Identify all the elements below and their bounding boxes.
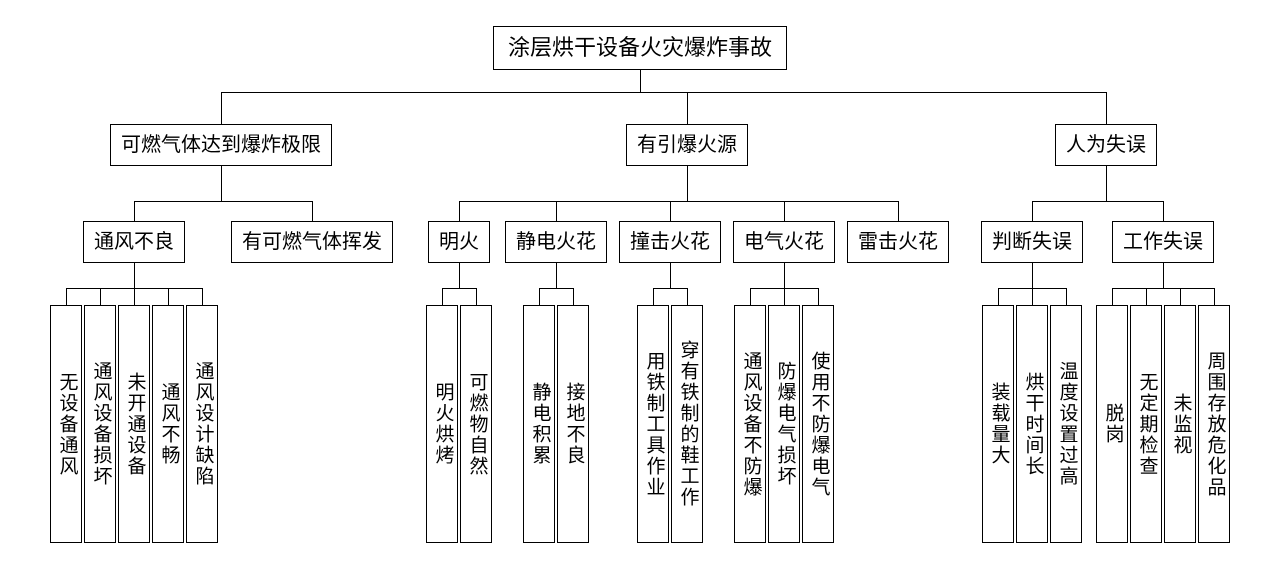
tree-branch-iron-tool-operation: 用铁制工具作业: [636, 288, 670, 544]
children-row-work-error: 脱岗无定期检查未监视周围存放危化品: [1095, 288, 1231, 544]
node-box-poor-ventilation: 通风不良: [83, 221, 185, 264]
tree-branch-ventilation-not-explosionproof: 通风设备不防爆: [733, 288, 767, 544]
node-box-iron-tool-operation: 用铁制工具作业: [637, 305, 669, 544]
tree-branch-combustible-self-ignition: 可燃物自然: [459, 288, 493, 544]
tree-branch-electrical-spark: 电气火花通风设备不防爆防爆电气损坏使用不防爆电气: [727, 201, 841, 544]
children-row-impact-spark: 用铁制工具作业穿有铁制的鞋工作: [636, 288, 704, 544]
children-row-gas-explosion-limit: 通风不良无设备通风通风设备损坏未开通设备通风不畅通风设计缺陷有可燃气体挥发: [43, 201, 399, 544]
tree-branch-lightning-spark: 雷击火花: [841, 201, 955, 264]
node-box-ignition-source: 有引爆火源: [626, 124, 748, 167]
node-box-flammable-gas-volatilization: 有可燃气体挥发: [231, 221, 393, 264]
node-box-leaving-post: 脱岗: [1096, 305, 1128, 544]
node-box-explosionproof-electric-damaged: 防爆电气损坏: [768, 305, 800, 544]
tree-branch-open-flame: 明火明火烘烤可燃物自然: [419, 201, 499, 544]
node-box-human-error: 人为失误: [1055, 124, 1157, 167]
node-box-work-error: 工作失误: [1112, 221, 1214, 264]
node-box-root: 涂层烘干设备火灾爆炸事故: [492, 26, 787, 71]
tree-branch-iron-shoes-work: 穿有铁制的鞋工作: [670, 288, 704, 544]
node-box-no-periodic-inspection: 无定期检查: [1130, 305, 1162, 544]
node-box-iron-shoes-work: 穿有铁制的鞋工作: [671, 305, 703, 544]
connector-stem-static-spark: [555, 263, 557, 289]
node-box-static-spark: 静电火花: [505, 221, 607, 264]
tree-branch-work-error: 工作失误脱岗无定期检查未监视周围存放危化品: [1089, 201, 1237, 544]
tree-branch-flammable-gas-volatilization: 有可燃气体挥发: [225, 201, 399, 264]
node-box-no-monitoring: 未监视: [1164, 305, 1196, 544]
connector-stem-ignition-source: [686, 166, 688, 202]
tree-branch-temperature-set-too-high: 温度设置过高: [1049, 288, 1083, 544]
node-box-lightning-spark: 雷击火花: [847, 221, 949, 264]
tree-branch-leaving-post: 脱岗: [1095, 288, 1129, 544]
tree-branch-no-periodic-inspection: 无定期检查: [1129, 288, 1163, 544]
node-box-open-flame-baking: 明火烘烤: [426, 305, 458, 544]
connector-stem-work-error: [1162, 263, 1164, 289]
node-box-poor-grounding: 接地不良: [557, 305, 589, 544]
connector-stem-gas-explosion-limit: [220, 166, 222, 202]
node-box-equipment-not-turned-on: 未开通设备: [118, 305, 150, 544]
tree-branch-poor-ventilation: 通风不良无设备通风通风设备损坏未开通设备通风不畅通风设计缺陷: [43, 201, 225, 544]
node-box-large-load: 装载量大: [982, 305, 1014, 544]
node-box-gas-explosion-limit: 可燃气体达到爆炸极限: [110, 124, 332, 167]
tree-branch-ventilation-blocked: 通风不畅: [151, 288, 185, 544]
children-row-human-error: 判断失误装载量大烘干时间长温度设置过高工作失误脱岗无定期检查未监视周围存放危化品: [975, 201, 1237, 544]
tree-branch-equipment-not-turned-on: 未开通设备: [117, 288, 151, 544]
connector-stem-root: [639, 70, 641, 93]
node-box-combustible-self-ignition: 可燃物自然: [460, 305, 492, 544]
connector-stem-electrical-spark: [783, 263, 785, 289]
node-box-non-explosionproof-electric-used: 使用不防爆电气: [802, 305, 834, 544]
tree-branch-static-spark: 静电火花静电积累接地不良: [499, 201, 613, 544]
connector-stem-open-flame: [458, 263, 460, 289]
node-box-ventilation-design-defect: 通风设计缺陷: [186, 305, 218, 544]
node-box-ventilation-not-explosionproof: 通风设备不防爆: [734, 305, 766, 544]
children-row-root: 可燃气体达到爆炸极限通风不良无设备通风通风设备损坏未开通设备通风不畅通风设计缺陷…: [33, 92, 1247, 544]
node-box-electrical-spark: 电气火花: [733, 221, 835, 264]
tree-branch-gas-explosion-limit: 可燃气体达到爆炸极限通风不良无设备通风通风设备损坏未开通设备通风不畅通风设计缺陷…: [33, 92, 409, 544]
tree-branch-no-ventilation-equipment: 无设备通风: [49, 288, 83, 544]
tree-branch-hazardous-materials-stored-nearby: 周围存放危化品: [1197, 288, 1231, 544]
connector-stem-human-error: [1105, 166, 1107, 202]
children-row-electrical-spark: 通风设备不防爆防爆电气损坏使用不防爆电气: [733, 288, 835, 544]
tree-branch-no-monitoring: 未监视: [1163, 288, 1197, 544]
node-box-long-drying-time: 烘干时间长: [1016, 305, 1048, 544]
children-row-ignition-source: 明火明火烘烤可燃物自然静电火花静电积累接地不良撞击火花用铁制工具作业穿有铁制的鞋…: [419, 201, 955, 544]
tree-branch-open-flame-baking: 明火烘烤: [425, 288, 459, 544]
node-box-no-ventilation-equipment: 无设备通风: [50, 305, 82, 544]
node-box-ventilation-equipment-damaged: 通风设备损坏: [84, 305, 116, 544]
tree-branch-ignition-source: 有引爆火源明火明火烘烤可燃物自然静电火花静电积累接地不良撞击火花用铁制工具作业穿…: [409, 92, 965, 544]
node-box-impact-spark: 撞击火花: [619, 221, 721, 264]
tree-branch-ventilation-design-defect: 通风设计缺陷: [185, 288, 219, 544]
tree-branch-impact-spark: 撞击火花用铁制工具作业穿有铁制的鞋工作: [613, 201, 727, 544]
tree-branch-human-error: 人为失误判断失误装载量大烘干时间长温度设置过高工作失误脱岗无定期检查未监视周围存…: [965, 92, 1247, 544]
children-row-static-spark: 静电积累接地不良: [522, 288, 590, 544]
node-box-open-flame: 明火: [428, 221, 490, 264]
node-box-static-accumulation: 静电积累: [523, 305, 555, 544]
tree-branch-large-load: 装载量大: [981, 288, 1015, 544]
node-box-judgment-error: 判断失误: [981, 221, 1083, 264]
tree-branch-judgment-error: 判断失误装载量大烘干时间长温度设置过高: [975, 201, 1089, 544]
tree-branch-non-explosionproof-electric-used: 使用不防爆电气: [801, 288, 835, 544]
tree-branch-static-accumulation: 静电积累: [522, 288, 556, 544]
children-row-open-flame: 明火烘烤可燃物自然: [425, 288, 493, 544]
tree-branch-poor-grounding: 接地不良: [556, 288, 590, 544]
tree-branch-root: 涂层烘干设备火灾爆炸事故可燃气体达到爆炸极限通风不良无设备通风通风设备损坏未开通…: [33, 26, 1247, 544]
tree-branch-explosionproof-electric-damaged: 防爆电气损坏: [767, 288, 801, 544]
connector-stem-judgment-error: [1031, 263, 1033, 289]
node-box-ventilation-blocked: 通风不畅: [152, 305, 184, 544]
connector-stem-poor-ventilation: [133, 263, 135, 289]
tree-branch-long-drying-time: 烘干时间长: [1015, 288, 1049, 544]
children-row-judgment-error: 装载量大烘干时间长温度设置过高: [981, 288, 1083, 544]
node-box-temperature-set-too-high: 温度设置过高: [1050, 305, 1082, 544]
children-row-poor-ventilation: 无设备通风通风设备损坏未开通设备通风不畅通风设计缺陷: [49, 288, 219, 544]
tree-branch-ventilation-equipment-damaged: 通风设备损坏: [83, 288, 117, 544]
node-box-hazardous-materials-stored-nearby: 周围存放危化品: [1198, 305, 1230, 544]
connector-stem-impact-spark: [669, 263, 671, 289]
